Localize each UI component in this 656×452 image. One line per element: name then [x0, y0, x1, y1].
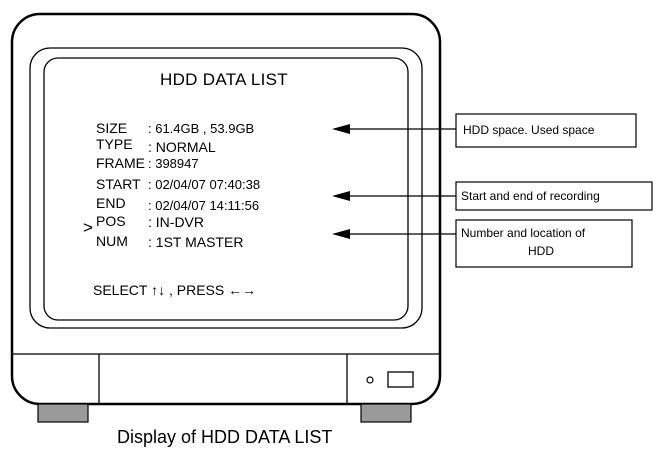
callout-text-recording: Start and end of recording: [461, 189, 600, 203]
callout-text-size: HDD space. Used space: [463, 123, 595, 137]
power-led-icon: [366, 376, 374, 384]
front-panel-button-icon[interactable]: [387, 371, 414, 388]
row-label-type: TYPE: [96, 136, 133, 152]
callout-arrow-icon: [332, 191, 456, 201]
figure-caption: Display of HDD DATA LIST: [117, 427, 333, 447]
row-label-size: SIZE: [96, 120, 128, 136]
row-label-start: START: [96, 176, 141, 192]
callout-text-location-line2: HDD: [528, 244, 554, 258]
callout-box-location: [455, 219, 633, 268]
foot-right: [360, 403, 412, 423]
row-value-start: : 02/04/07 07:40:38: [148, 177, 261, 192]
row-value-frame: : 398947: [148, 156, 199, 171]
callout-arrow-icon: [332, 124, 456, 134]
select-press-hint: SELECT ↑↓ , PRESS ←→: [93, 282, 257, 298]
foot-left: [37, 403, 89, 423]
row-value-size: : 61.4GB , 53.9GB: [148, 121, 255, 136]
callout-box-recording: [455, 181, 653, 211]
row-label-num: NUM: [96, 233, 128, 249]
row-label-pos: POS: [96, 213, 126, 229]
callout-text-location-line1: Number and location of: [461, 226, 586, 240]
row-value-pos: : IN-DVR: [148, 214, 204, 230]
screen-title: HDD DATA LIST: [160, 70, 288, 89]
row-label-frame: FRAME: [96, 155, 145, 171]
pointer-arrow-icon: >: [83, 218, 93, 237]
callout-box-size: [455, 113, 637, 148]
row-value-type: : NORMAL: [148, 139, 216, 155]
row-value-end: : 02/04/07 14:11:56: [148, 198, 260, 213]
callout-arrow-icon: [332, 229, 456, 239]
row-label-end: END: [96, 195, 126, 211]
row-value-num: : 1ST MASTER: [148, 234, 244, 250]
screen: [43, 57, 409, 321]
